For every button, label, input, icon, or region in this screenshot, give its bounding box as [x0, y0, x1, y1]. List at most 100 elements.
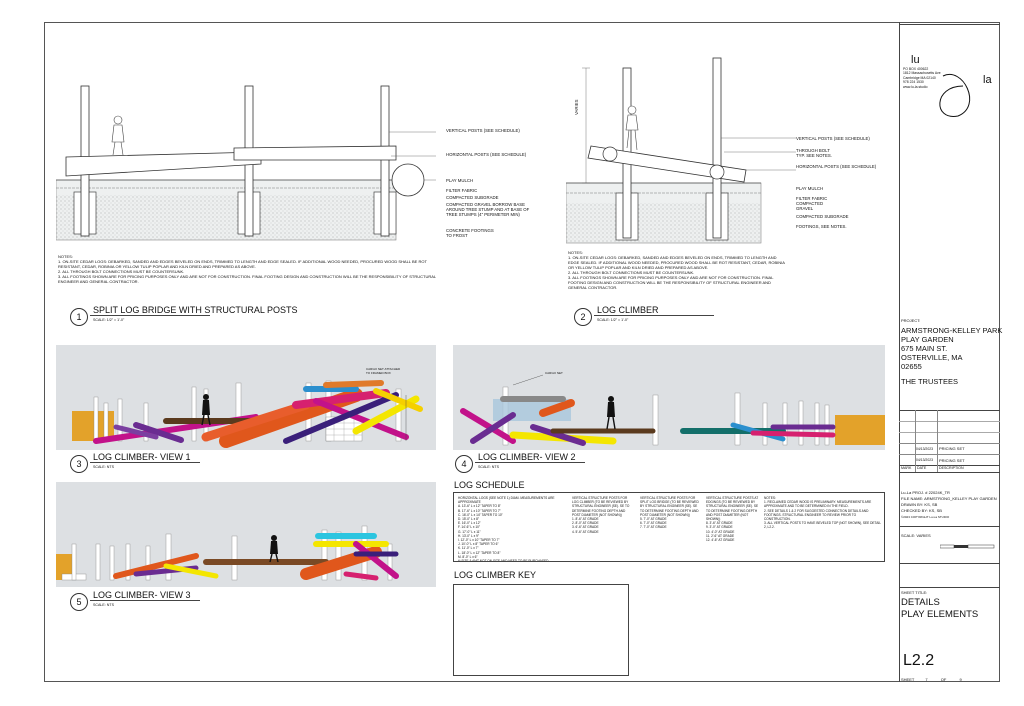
dim-varies: VARIES	[574, 99, 579, 115]
drawing-title-4: LOG CLIMBER- VIEW 2	[478, 452, 576, 462]
project-city: OSTERVILLE, MA	[901, 353, 963, 362]
climber-note-1: 1. ON-SITE CEDAR LOGS: DEBARKED, SANDED …	[568, 255, 785, 270]
schedule-notes: NOTES: 1. RECLAIMED CEDAR WOOD IS PRELIM…	[764, 496, 881, 530]
scale-label: SCALE: VARIES	[901, 533, 931, 538]
project-details: Lu-La PROJ. # 22024K_TR FILE NAME: ARMST…	[901, 490, 997, 520]
checked-by: CHECKED BY: KS, SB	[901, 508, 942, 513]
schedule-edging-posts: VERTICAL STRUCTURE POSTS AT EDGINGS (TO …	[706, 496, 759, 543]
copyright: ©2023 COPYRIGHT Lu-La STUDIO	[901, 515, 950, 519]
file-name: FILE NAME: ARMSTRONG_KELLEY PLAY GARDEN	[901, 496, 997, 501]
sheet-title: DETAILS PLAY ELEMENTS	[901, 597, 978, 621]
label-climber-vertical-posts: VERTICAL POSTS (SEE SCHEDULE)	[796, 136, 870, 141]
sheet-title-line-1: DETAILS	[901, 597, 940, 608]
logo: lu la PO BOX 400622 1812 Massachusetts A…	[903, 46, 993, 126]
climber-notes-header: NOTES:	[568, 250, 583, 255]
label-filter-fabric: FILTER FABRIC	[446, 188, 478, 193]
sheet-total: 9	[959, 677, 962, 682]
project-name: ARMSTRONG-KELLEY PARK	[901, 326, 1003, 335]
sheet-title-line-2: PLAY ELEMENTS	[901, 609, 979, 620]
drawing-number-1: 1	[70, 308, 88, 326]
schedule-horizontal-logs: HORIZONTAL LOGS (SEE NOTE 1) DIAM. MEASU…	[458, 496, 555, 562]
log-climber-view-2: CARGO NET	[453, 345, 885, 450]
log-schedule-title: LOG SCHEDULE	[454, 480, 525, 490]
label-play-mulch: PLAY MULCH	[446, 178, 474, 183]
log-climber-key-title: LOG CLIMBER KEY	[454, 570, 537, 580]
view2-callout: CARGO NET	[545, 371, 563, 375]
drawing-scale-4: SCALE: NTS	[478, 465, 499, 469]
log-schedule-table: HORIZONTAL LOGS (SEE NOTE 1) DIAM. MEASU…	[453, 492, 885, 562]
project-subname: PLAY GARDEN	[901, 335, 954, 344]
sheet-count: SHEET 7 OF 9	[901, 677, 962, 682]
project-label: PROJECT:	[901, 318, 921, 323]
drawing-number-4: 4	[455, 455, 473, 473]
address-line: www.lu-la.studio	[903, 84, 928, 89]
log-climber-section	[566, 57, 796, 244]
schedule-climber-posts: VERTICAL STRUCTURE POSTS FOR LOG CLIMBER…	[572, 496, 630, 534]
label-vertical-posts: VERTICAL POSTS (SEE SCHEDULE)	[446, 128, 520, 133]
sheet-number: L2.2	[903, 652, 935, 669]
revision-header-mark: MARK	[901, 466, 912, 470]
graphic-scale-bar	[940, 544, 995, 549]
revision-header-date: DATE	[917, 466, 927, 470]
revision-desc-2: PRICING SET	[939, 458, 965, 463]
drawing-title-1: SPLIT LOG BRIDGE WITH STRUCTURAL POSTS	[93, 305, 298, 315]
label-through-bolt: THROUGH BOLT TYP. SEE NOTES.	[796, 148, 832, 158]
drawing-title-2: LOG CLIMBER	[597, 305, 659, 315]
logo-la: la	[983, 74, 992, 86]
project-zip: 02655	[901, 362, 922, 371]
label-climber-subgrade: COMPACTED SUBGRADE	[796, 214, 849, 219]
project-street: 675 MAIN ST.	[901, 344, 948, 353]
split-log-bridge-section	[56, 85, 436, 241]
sheet-label: SHEET	[901, 677, 915, 682]
drawing-scale-1: SCALE: 1/2" = 1'-0"	[93, 318, 125, 322]
drawing-scale-3: SCALE: NTS	[93, 465, 114, 469]
bridge-note-1: 1. ON-SITE CEDAR LOGS: DEBARKED, SANDED …	[58, 259, 427, 269]
label-climber-footings: FOOTINGS, SEE NOTES.	[796, 224, 847, 229]
climber-note-2: 2. ALL THROUGH BOLT CONNECTIONS MUST BE …	[568, 270, 695, 275]
revision-header-description: DESCRIPTION	[939, 466, 964, 470]
drawing-sheet	[44, 22, 1000, 682]
address-line: Cambridge MA 02140	[903, 75, 936, 80]
address-line: PO BOX 400622	[903, 67, 929, 71]
drawing-number-5: 5	[70, 593, 88, 611]
bridge-notes: NOTES: 1. ON-SITE CEDAR LOGS: DEBARKED, …	[58, 254, 438, 284]
revision-table: 04/13/2023 PRICING SET 04/13/2023 PRICIN…	[899, 410, 1000, 473]
schedule-bridge-posts: VERTICAL STRUCTURE POSTS FOR SPLIT LOG B…	[640, 496, 699, 530]
label-concrete-footings: CONCRETE FOOTINGS TO FROST	[446, 228, 494, 238]
revision-desc-1: PRICING SET	[939, 446, 965, 451]
sheet-of-label: OF	[940, 677, 947, 682]
climber-notes: NOTES: 1. ON-SITE CEDAR LOGS: DEBARKED, …	[568, 250, 788, 290]
view1-callout: CARGO NET ATTACHED TO FRAMED BOX	[366, 367, 401, 375]
log-climber-key-box	[453, 584, 629, 676]
drawing-title-3: LOG CLIMBER- VIEW 1	[93, 452, 191, 462]
revision-date-2: 04/13/2023	[916, 458, 933, 462]
drawing-number-2: 2	[574, 308, 592, 326]
drawing-title-5: LOG CLIMBER- VIEW 3	[93, 590, 191, 600]
logo-lu: lu	[911, 54, 920, 66]
label-compacted-subgrade: COMPACTED SUBGRADE	[446, 195, 499, 200]
revision-date-1: 04/13/2023	[916, 447, 933, 451]
label-climber-horizontal-posts: HORIZONTAL POSTS (SEE SCHEDULE)	[796, 164, 877, 169]
log-climber-view-3	[56, 482, 436, 587]
sheet-current: 7	[925, 677, 928, 682]
project-number: Lu-La PROJ. # 22024K_TR	[901, 490, 950, 495]
bridge-note-3: 3. ALL FOOTINGS SHOWN ARE FOR PRICING PU…	[58, 274, 436, 284]
climber-note-3: 3. ALL FOOTINGS SHOWN ARE FOR PRICING PU…	[568, 275, 774, 290]
log-climber-view-1: CARGO NET ATTACHED TO FRAMED BOX	[56, 345, 436, 450]
bridge-notes-header: NOTES:	[58, 254, 73, 259]
bridge-note-2: 2. ALL THROUGH BOLT CONNECTIONS MUST BE …	[58, 269, 185, 274]
label-horizontal-posts: HORIZONTAL POSTS (SEE SCHEDULE)	[446, 152, 527, 157]
drawing-number-3: 3	[70, 455, 88, 473]
address-line: 978 224 1530	[903, 80, 924, 85]
label-compacted-gravel: COMPACTED GRAVEL BORROW BASE AROUND TREE…	[446, 202, 530, 217]
drawing-scale-5: SCALE: NTS	[93, 603, 114, 607]
drawn-by: DRAWN BY: KS, SB	[901, 502, 938, 507]
sheet-title-label: SHEET TITLE:	[901, 590, 928, 595]
studio-address: PO BOX 400622 1812 Massachusetts Ave Cam…	[903, 67, 941, 89]
drawing-scale-2: SCALE: 1/2" = 1'-0"	[597, 318, 629, 322]
label-climber-play-mulch: PLAY MULCH	[796, 186, 824, 191]
project-info: ARMSTRONG-KELLEY PARK PLAY GARDEN 675 MA…	[901, 326, 1002, 386]
client-name: THE TRUSTEES	[901, 377, 958, 386]
address-line: 1812 Massachusetts Ave	[903, 71, 941, 76]
label-climber-filter-fabric: FILTER FABRIC COMPACTED GRAVEL	[796, 196, 828, 211]
